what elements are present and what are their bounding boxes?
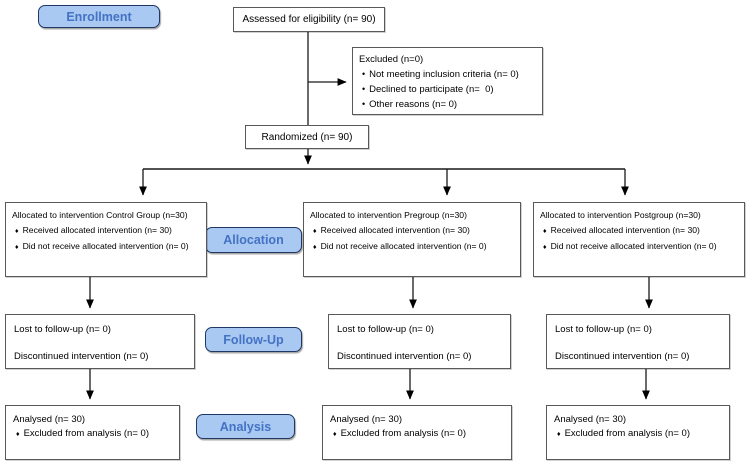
stage-label-allocation: Allocation — [205, 227, 302, 253]
allocation-item: Did not receive allocated intervention (… — [320, 241, 487, 251]
analysis-item: Excluded from analysis (n= 0) — [23, 428, 149, 439]
allocation-box-pregroup: Allocated to intervention Pregroup (n=30… — [303, 202, 521, 277]
bullet-icon: ♦ — [15, 244, 19, 251]
followup-line: Lost to follow-up (n= 0) — [14, 324, 111, 335]
randomized-text: Randomized (n= 90) — [261, 131, 353, 143]
allocation-item: Did not receive allocated intervention (… — [22, 241, 189, 251]
bullet-icon: ♦ — [16, 431, 20, 438]
stage-label-text: Enrollment — [66, 9, 132, 24]
analysis-item: Excluded from analysis (n= 0) — [340, 428, 466, 439]
bullet-icon: ♦ — [313, 244, 317, 251]
excluded-box: Excluded (n=0) •Not meeting inclusion cr… — [352, 47, 543, 115]
allocation-item: Received allocated intervention (n= 30) — [320, 225, 470, 235]
analysis-item: Excluded from analysis (n= 0) — [564, 428, 690, 439]
stage-label-enrollment: Enrollment — [38, 5, 160, 28]
stage-label-analysis: Analysis — [196, 414, 295, 439]
excluded-item: Declined to participate (n= 0) — [369, 84, 494, 95]
bullet-icon: • — [362, 69, 366, 79]
followup-box-postgroup: Lost to follow-up (n= 0) Discontinued in… — [546, 314, 730, 369]
bullet-icon: ♦ — [15, 228, 19, 235]
analysis-title: Analysed (n= 30) — [554, 414, 627, 425]
allocation-item: Received allocated intervention (n= 30) — [550, 225, 700, 235]
followup-line: Discontinued intervention (n= 0) — [14, 351, 149, 362]
followup-box-pregroup: Lost to follow-up (n= 0) Discontinued in… — [328, 314, 511, 369]
bullet-icon: ♦ — [543, 244, 547, 251]
allocation-title: Allocated to intervention Postgroup (n=3… — [540, 210, 701, 220]
allocation-item: Did not receive allocated intervention (… — [550, 241, 717, 251]
excluded-item: Other reasons (n= 0) — [369, 99, 458, 110]
analysis-title: Analysed (n= 30) — [330, 414, 403, 425]
bullet-icon: ♦ — [543, 228, 547, 235]
analysis-box-control: Analysed (n= 30) ♦Excluded from analysis… — [5, 405, 180, 460]
bullet-icon: • — [362, 99, 366, 109]
stage-label-text: Allocation — [223, 233, 284, 247]
analysis-title: Analysed (n= 30) — [13, 414, 86, 425]
stage-label-text: Analysis — [219, 419, 272, 434]
followup-box-control: Lost to follow-up (n= 0) Discontinued in… — [5, 314, 195, 369]
allocation-box-postgroup: Allocated to intervention Postgroup (n=3… — [533, 202, 745, 277]
allocation-box-control: Allocated to intervention Control Group … — [5, 202, 207, 277]
assessed-box: Assessed for eligibility (n= 90) — [233, 7, 385, 32]
followup-line: Discontinued intervention (n= 0) — [555, 351, 690, 362]
stage-label-follow-up: Follow-Up — [205, 327, 302, 352]
assessed-text: Assessed for eligibility (n= 90) — [242, 14, 376, 25]
analysis-box-pregroup: Analysed (n= 30) ♦Excluded from analysis… — [322, 405, 512, 460]
bullet-icon: ♦ — [333, 431, 337, 438]
analysis-box-postgroup: Analysed (n= 30) ♦Excluded from analysis… — [546, 405, 730, 460]
followup-line: Discontinued intervention (n= 0) — [337, 351, 472, 362]
allocation-item: Received allocated intervention (n= 30) — [22, 225, 172, 235]
stage-label-text: Follow-Up — [223, 332, 284, 347]
randomized-box: Randomized (n= 90) — [245, 125, 369, 149]
allocation-title: Allocated to intervention Pregroup (n=30… — [310, 210, 467, 220]
excluded-title: Excluded (n=0) — [359, 54, 424, 65]
bullet-icon: ♦ — [557, 431, 561, 438]
followup-line: Lost to follow-up (n= 0) — [337, 324, 434, 335]
allocation-title: Allocated to intervention Control Group … — [12, 210, 188, 220]
bullet-icon: ♦ — [313, 228, 317, 235]
excluded-item: Not meeting inclusion criteria (n= 0) — [369, 69, 519, 80]
followup-line: Lost to follow-up (n= 0) — [555, 324, 652, 335]
bullet-icon: • — [362, 84, 366, 94]
